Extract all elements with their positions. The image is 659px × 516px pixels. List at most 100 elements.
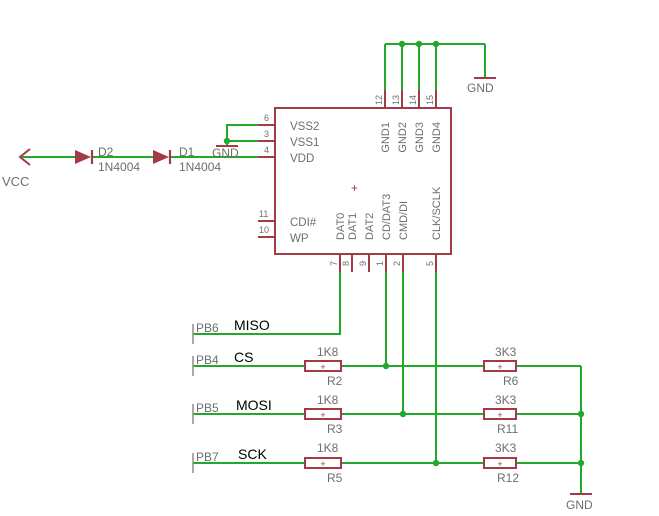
pin-name-cdi: CDI#	[290, 217, 317, 229]
resistor-r3-mark: +	[320, 410, 325, 420]
port-label-pb7: PB7	[196, 450, 219, 464]
junction-dot	[432, 40, 440, 48]
resistor-r12: +	[483, 457, 517, 469]
pin-num-14: 14	[408, 95, 418, 105]
vcc-label: VCC	[2, 174, 29, 189]
pin-name-clk-sclk: CLK/SCLK	[431, 186, 443, 240]
resistor-r2-value: 1K8	[317, 345, 339, 359]
port-label-pb5: PB5	[196, 401, 219, 415]
resistor-r11: +	[483, 408, 517, 420]
pin-num-13: 13	[391, 95, 401, 105]
junction-dot	[398, 40, 406, 48]
port-label-pb4: PB4	[196, 353, 219, 367]
resistor-r11-name: R11	[497, 422, 518, 436]
pin-num-3: 3	[264, 129, 269, 139]
pin-name-dat2: DAT2	[364, 213, 376, 240]
resistor-r6: +	[483, 360, 517, 372]
junction-dot	[577, 459, 585, 467]
resistor-r2: +	[304, 360, 342, 372]
pin-num-7: 7	[329, 261, 339, 266]
wire-miso	[193, 272, 341, 335]
vcc-arrow-icon	[18, 148, 31, 166]
resistor-r11-value: 3K3	[495, 393, 517, 407]
resistor-r5: +	[304, 457, 342, 469]
sd-card-chip: VSS2 VSS1 VDD CDI# WP 6 3 4 11 10 GND1 G…	[258, 90, 452, 272]
resistor-r6-name: R6	[503, 374, 519, 388]
resistor-r5-mark: +	[320, 459, 325, 469]
diode-d1-value: 1N4004	[179, 160, 221, 174]
pin-num-15: 15	[425, 95, 435, 105]
chip-body	[274, 107, 452, 255]
pin-num-11: 11	[259, 209, 268, 219]
signal-label-mosi: MOSI	[236, 397, 272, 413]
resistor-r6-mark: +	[497, 362, 502, 372]
signal-label-cs: CS	[234, 349, 253, 365]
pin-name-vss2: VSS2	[290, 121, 319, 133]
resistor-r11-mark: +	[497, 410, 502, 420]
pin-num-6: 6	[264, 113, 269, 123]
junction-dot	[399, 410, 407, 418]
pin-name-dat1: DAT1	[347, 213, 359, 240]
pin-num-4: 4	[264, 145, 269, 155]
junctions	[223, 40, 585, 467]
pin-num-8: 8	[341, 261, 351, 266]
resistor-r5-value: 1K8	[317, 441, 339, 455]
pin-name-dat0: DAT0	[335, 213, 347, 240]
signal-label-sck: SCK	[238, 446, 267, 462]
diode-d2-symbol-icon	[75, 150, 91, 164]
pin-name-vss1: VSS1	[290, 137, 319, 149]
pin-num-2: 2	[392, 261, 402, 266]
diode-d2-value: 1N4004	[98, 160, 140, 174]
port-label-pb6: PB6	[196, 321, 219, 335]
resistor-r3-name: R3	[327, 422, 343, 436]
pin-name-gnd3: GND3	[414, 122, 426, 153]
resistor-r5-name: R5	[327, 471, 343, 485]
diode-d1	[153, 150, 172, 164]
junction-dot	[577, 410, 585, 418]
junction-dot	[415, 40, 423, 48]
gnd-label-top: GND	[467, 81, 494, 95]
resistor-r12-mark: +	[497, 459, 502, 469]
chip-left-leads	[258, 124, 275, 238]
pin-num-10: 10	[259, 225, 269, 235]
diode-d1-symbol-icon	[153, 150, 169, 164]
pin-name-vdd: VDD	[290, 153, 314, 165]
pin-name-wp: WP	[290, 233, 309, 245]
pin-num-5: 5	[425, 261, 435, 266]
resistor-r12-name: R12	[497, 471, 519, 485]
pin-num-12: 12	[374, 95, 384, 105]
diode-d1-name: D1	[179, 145, 195, 159]
chip-center-mark: +	[351, 181, 358, 195]
resistor-r5-body	[304, 457, 342, 469]
resistor-r3: +	[304, 408, 342, 420]
pin-name-gnd1: GND1	[380, 122, 392, 153]
resistor-r2-body	[304, 360, 342, 372]
resistor-r12-value: 3K3	[495, 441, 517, 455]
resistor-r6-body	[483, 360, 517, 372]
resistor-r12-body	[483, 457, 517, 469]
resistor-r2-name: R2	[327, 374, 343, 388]
chip-bottom-leads	[339, 254, 437, 272]
gnd-label-bottom: GND	[566, 498, 593, 512]
signal-label-miso: MISO	[234, 317, 270, 333]
junction-dot	[382, 362, 390, 370]
diode-d2-name: D2	[98, 145, 114, 159]
pin-name-cmd-di: CMD/DI	[398, 201, 410, 240]
diode-d2	[75, 150, 94, 164]
pin-name-gnd2: GND2	[397, 122, 409, 153]
pin-num-9: 9	[358, 261, 368, 266]
gnd-label-left: GND	[212, 146, 239, 160]
resistor-r3-value: 1K8	[317, 393, 339, 407]
junction-dot	[223, 137, 231, 145]
resistor-r6-value: 3K3	[495, 345, 517, 359]
chip-top-leads	[384, 90, 437, 108]
resistor-r2-mark: +	[320, 362, 325, 372]
resistor-r11-body	[483, 408, 517, 420]
resistor-r3-body	[304, 408, 342, 420]
ground-symbols	[216, 77, 592, 495]
junction-dot	[432, 459, 440, 467]
pin-num-1: 1	[375, 261, 385, 266]
pin-name-gnd4: GND4	[431, 122, 443, 153]
pin-name-cd-dat3: CD/DAT3	[381, 194, 393, 240]
